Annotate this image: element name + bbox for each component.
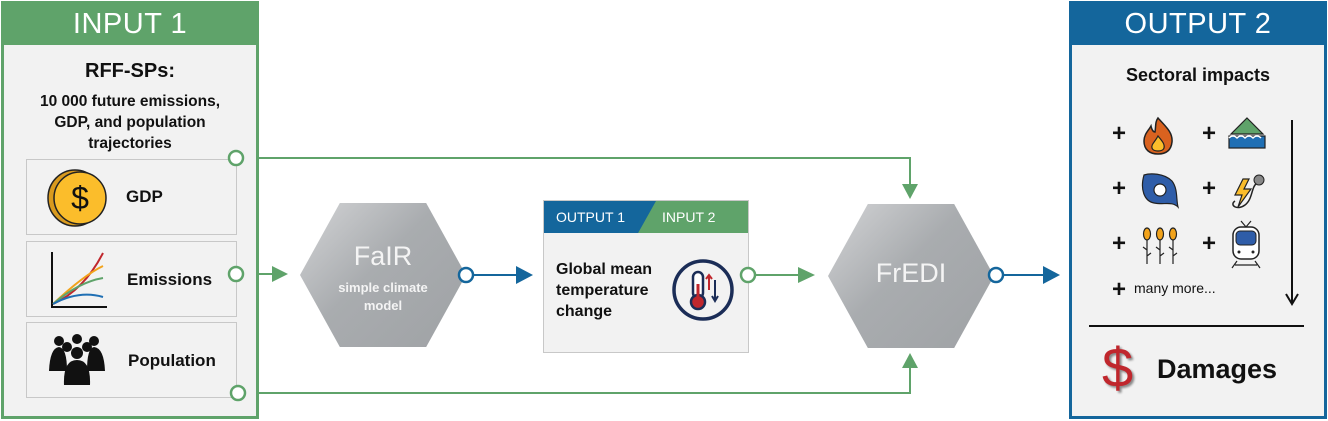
fair-title: FaIR — [353, 241, 413, 271]
plus: + — [1202, 230, 1217, 257]
rff-sps-description: 10 000 future emissions, GDP, and popula… — [39, 93, 221, 152]
plus: + — [1112, 120, 1127, 147]
temperature-box: OUTPUT 1 INPUT 2 Global mean temperature… — [543, 200, 749, 353]
temperature-header-blue — [544, 201, 656, 233]
population-label: Population — [128, 351, 216, 370]
arrowhead — [798, 267, 815, 283]
fire-icon — [1143, 116, 1173, 155]
svg-text:$: $ — [71, 180, 89, 216]
plus: + — [1112, 175, 1127, 202]
population-connector — [245, 366, 911, 394]
emissions-label: Emissions — [127, 270, 213, 289]
plus: + — [1112, 276, 1127, 303]
coin-dollar-icon: $ — [47, 169, 107, 227]
train-icon — [1231, 220, 1261, 269]
fair-subtitle: simple climate model — [338, 280, 428, 313]
temperature-port — [739, 266, 757, 284]
temperature-label: Global mean temperature change — [556, 261, 653, 320]
gdp-port — [227, 149, 245, 167]
arrowhead — [902, 353, 918, 368]
crops-icon — [1142, 227, 1178, 264]
emissions-port — [227, 265, 245, 283]
fredi-node: FrEDI — [828, 204, 994, 348]
sectoral-impacts-title: Sectoral impacts — [1125, 65, 1271, 85]
many-more-label: many more... — [1134, 280, 1216, 296]
hurricane-icon — [1141, 173, 1180, 209]
gdp-connector — [243, 157, 911, 186]
down-arrow-icon — [1285, 120, 1299, 306]
output2-header: OUTPUT 2 — [1072, 3, 1324, 45]
population-port — [229, 384, 247, 402]
output2-panel: OUTPUT 2 Sectoral impacts + + + + + + + … — [1069, 1, 1327, 419]
gdp-label: GDP — [126, 187, 163, 206]
people-group-icon — [49, 334, 105, 385]
fair-node: FaIR simple climate model — [300, 203, 466, 347]
input2-label: INPUT 2 — [662, 209, 716, 225]
arrowhead — [516, 266, 533, 284]
plus: + — [1112, 230, 1127, 257]
thermometer-icon — [672, 259, 734, 321]
dollar-icon: $ — [1102, 336, 1134, 399]
emissions-item: Emissions — [26, 241, 237, 317]
plus: + — [1202, 120, 1217, 147]
fair-port — [457, 266, 475, 284]
output1-label: OUTPUT 1 — [556, 209, 625, 225]
divider — [1089, 325, 1304, 327]
input1-panel: INPUT 1 RFF-SPs: 10 000 future emissions… — [1, 1, 259, 419]
fredi-title: FrEDI — [875, 258, 947, 288]
population-item: Population — [26, 322, 237, 398]
arrowhead — [902, 184, 918, 199]
damages-label: Damages — [1157, 354, 1278, 384]
flooded-house-icon — [1228, 117, 1266, 149]
line-chart-icon — [51, 252, 107, 308]
arrowhead — [272, 266, 288, 282]
plus: + — [1202, 175, 1217, 202]
energy-plug-icon — [1232, 174, 1265, 209]
rff-sps-title: RFF-SPs: — [85, 60, 175, 82]
fredi-port — [987, 266, 1005, 284]
gdp-item: $ GDP — [26, 159, 237, 235]
input1-header: INPUT 1 — [4, 3, 256, 45]
arrowhead — [1043, 266, 1060, 284]
